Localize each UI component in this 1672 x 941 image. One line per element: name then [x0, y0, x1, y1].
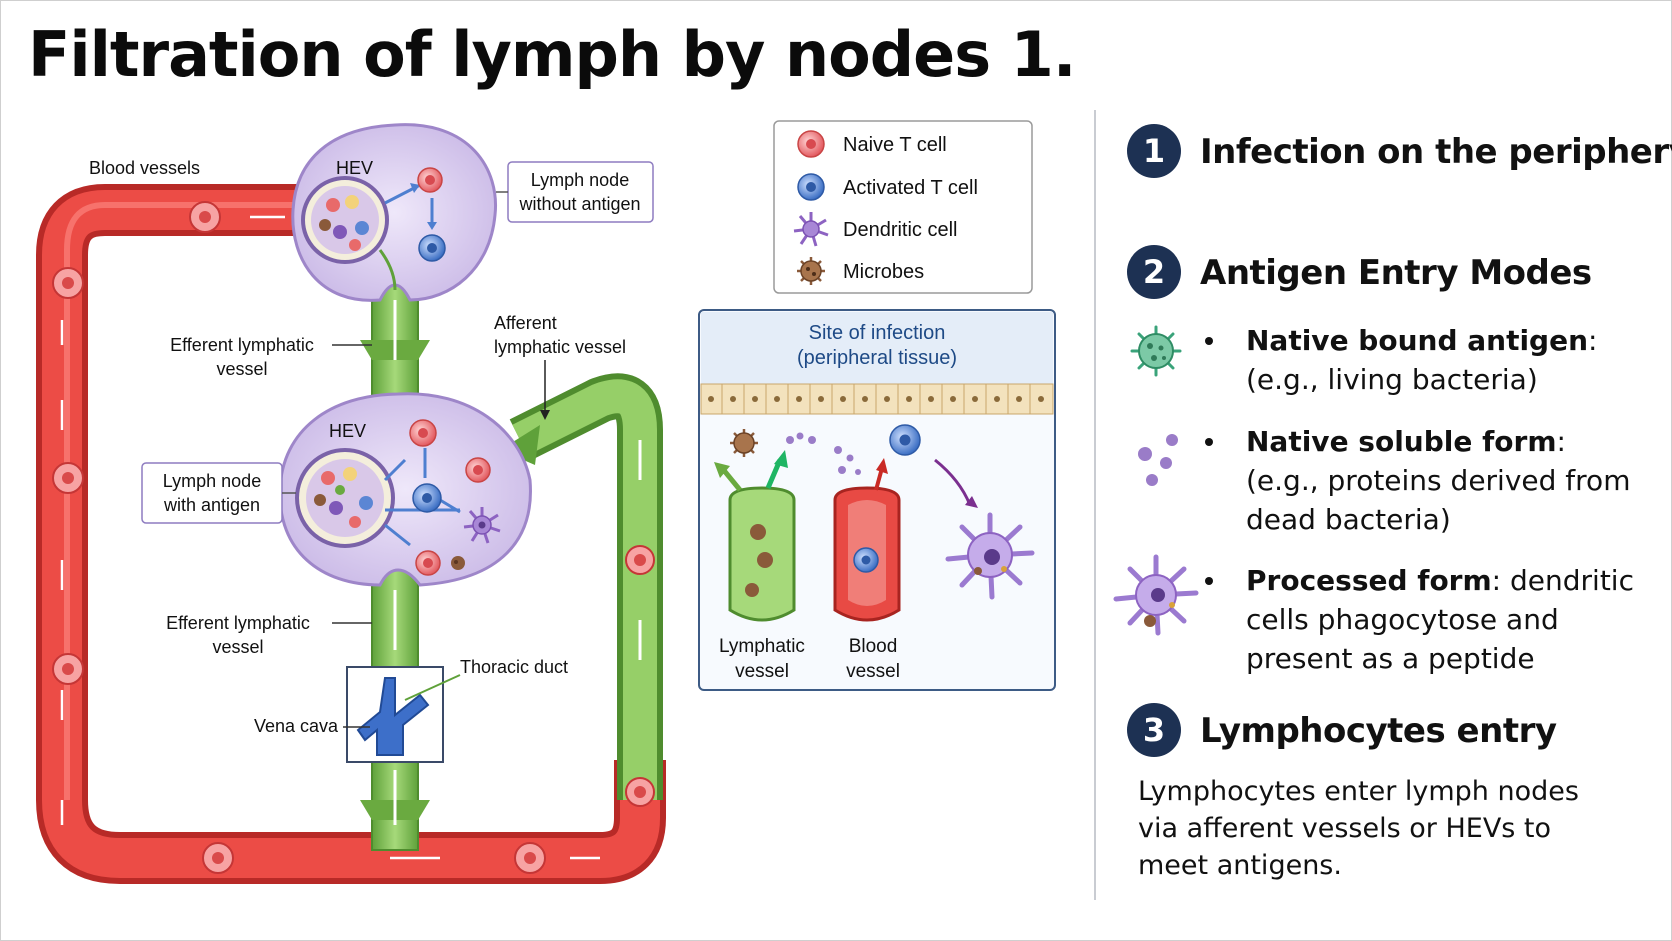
blood-cell: [514, 842, 546, 874]
legend-label-naive: Naive T cell: [843, 134, 947, 156]
naive-t-cell: [417, 167, 443, 193]
antigen-mode-label: Processed form: [1246, 564, 1492, 597]
blood-cells: [52, 201, 546, 874]
lymphocytes-entry-description: Lymphocytes enter lymph nodes via affere…: [1138, 776, 1579, 881]
label-efferent-bottom-line2: vessel: [212, 637, 263, 657]
microbe: [730, 429, 758, 457]
blood-vessel-label-line2: vessel: [846, 661, 900, 682]
naive-t-cell: [415, 550, 441, 576]
section-3-number-badge: 3: [1127, 703, 1181, 757]
lymphatic-vessel-label-line2: vessel: [735, 661, 789, 682]
afferent-lymphatic-vessel: [500, 373, 663, 807]
section-2-number-badge: 2: [1127, 245, 1181, 299]
dendritic-cell: [945, 512, 1035, 600]
naive-t-cell: [409, 419, 437, 447]
label-hev-mid: HEV: [329, 421, 366, 441]
soluble-antigen: [786, 432, 861, 475]
label-hev-top: HEV: [336, 158, 373, 178]
naive-t-cell-icon: [797, 130, 825, 158]
label-node-without-antigen-line1: Lymph node: [531, 170, 629, 190]
legend: Naive T cell Activated T cell Dendritic …: [773, 120, 1033, 294]
antigen-mode-label: Native soluble form: [1246, 425, 1557, 458]
native-soluble-form-icon: [1138, 434, 1178, 486]
infection-title-line2: (peripheral tissue): [797, 347, 957, 369]
antigen-mode-description: : dendritic cells phagocytose and presen…: [1246, 564, 1634, 675]
lymph-node-without-antigen: [291, 123, 498, 302]
label-efferent-top-line1: Efferent lymphatic: [170, 335, 314, 355]
activated-t-cell: [889, 424, 921, 456]
processed-form-icon: [1113, 554, 1199, 636]
blood-cell: [202, 842, 234, 874]
legend-label-activated: Activated T cell: [843, 177, 978, 199]
blood-cell: [52, 267, 84, 299]
lymph-node-with-antigen: [278, 392, 532, 587]
antigen-mode-processed: Processed form: dendritic cells phagocyt…: [1246, 561, 1646, 678]
section-1-number-badge: 1: [1127, 124, 1181, 178]
antigen-mode-native-soluble: Native soluble form: (e.g., proteins der…: [1246, 422, 1646, 539]
infection-title-line1: Site of infection: [809, 322, 946, 344]
native-bound-antigen-icon: [1130, 325, 1182, 377]
dendritic-cell-icon: [793, 212, 829, 247]
blood-cell: [52, 462, 84, 494]
label-efferent-bottom-line1: Efferent lymphatic: [166, 613, 310, 633]
blood-cell: [189, 201, 221, 233]
label-blood-vessels: Blood vessels: [89, 158, 200, 178]
legend-label-dendritic: Dendritic cell: [843, 219, 957, 241]
blood-vessel-loop: [36, 184, 666, 884]
label-vena-cava: Vena cava: [254, 716, 339, 736]
epithelium-layer: [700, 383, 1054, 415]
antigen-mode-label: Native bound antigen: [1246, 324, 1589, 357]
lymphatic-vessel-icon: [714, 450, 796, 622]
activated-t-cell: [853, 547, 879, 573]
label-thoracic-duct: Thoracic duct: [460, 657, 568, 677]
legend-label-microbes: Microbes: [843, 261, 924, 283]
antigen-mode-description: : (e.g., proteins derived from dead bact…: [1246, 425, 1631, 536]
activated-t-cell: [418, 234, 446, 262]
label-afferent-line1: Afferent: [494, 313, 557, 333]
infection-site-panel: Site of infection (peripheral tissue): [698, 309, 1056, 691]
column-divider: [1094, 110, 1096, 900]
label-node-with-antigen-line1: Lymph node: [163, 471, 261, 491]
lymphatic-vessel-label-line1: Lymphatic: [719, 636, 805, 657]
bullet: [1205, 438, 1213, 446]
label-efferent-top-line2: vessel: [216, 359, 267, 379]
antigen-mode-description: : (e.g., living bacteria): [1246, 324, 1598, 396]
blood-vessel-icon: [833, 458, 901, 622]
blood-cell: [52, 653, 84, 685]
bullet: [1205, 577, 1213, 585]
label-node-without-antigen-line2: without antigen: [518, 194, 640, 214]
microbe: [451, 556, 465, 570]
microbe-icon: [797, 257, 825, 285]
blood-vessel-label-line1: Blood: [849, 636, 898, 657]
section-2-heading: Antigen Entry Modes: [1200, 253, 1592, 293]
dendritic-cell: [463, 507, 501, 544]
label-node-with-antigen-line2: with antigen: [163, 495, 260, 515]
bullet: [1205, 337, 1213, 345]
blood-cell: [625, 545, 655, 575]
section-3-heading: Lymphocytes entry: [1200, 711, 1557, 751]
label-afferent-line2: lymphatic vessel: [494, 337, 626, 357]
vena-cava-inset: [346, 666, 461, 763]
activated-t-cell-icon: [797, 173, 825, 201]
antigen-mode-native-bound: Native bound antigen: (e.g., living bact…: [1246, 321, 1646, 399]
diagram-labels: Blood vessels HEV HEV Lymph node without…: [89, 158, 654, 736]
page-title: Filtration of lymph by nodes 1.: [28, 18, 1076, 91]
naive-t-cell: [465, 457, 491, 483]
activated-t-cell: [412, 483, 442, 513]
blood-cell: [625, 777, 655, 807]
section-1-heading: Infection on the periphery: [1200, 132, 1672, 172]
